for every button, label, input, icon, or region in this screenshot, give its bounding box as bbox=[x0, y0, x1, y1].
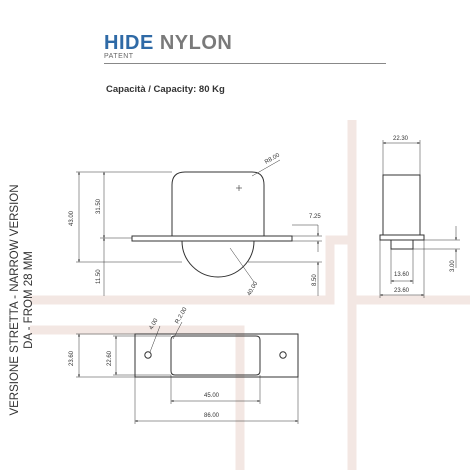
plan-view bbox=[134, 333, 299, 378]
roller-slot bbox=[170, 335, 261, 376]
side-body bbox=[382, 174, 421, 236]
plan-view-dimensions bbox=[76, 321, 299, 424]
dim-radius-top: R8.00 bbox=[264, 152, 281, 166]
brand-word-nylon: NYLON bbox=[159, 32, 233, 54]
dim-plate-height-outer: 23.60 bbox=[69, 350, 75, 366]
mount-hole-right bbox=[279, 351, 287, 359]
mount-hole-left bbox=[144, 351, 152, 359]
dim-flange: 7.25 bbox=[309, 214, 321, 220]
brand-title: HIDE NYLON bbox=[104, 32, 232, 55]
side-flange bbox=[379, 234, 425, 241]
dim-height-lower: 11.50 bbox=[96, 269, 102, 284]
dim-shaft-width: 13.60 bbox=[394, 272, 410, 278]
dim-hole-diameter: 4.00 bbox=[149, 317, 160, 331]
side-shaft bbox=[390, 239, 414, 250]
brand-word-hide: HIDE bbox=[104, 32, 154, 54]
dim-wheel-diameter: 40.00 bbox=[247, 280, 260, 297]
dim-height-upper: 31.50 bbox=[96, 198, 102, 214]
header-divider bbox=[104, 63, 386, 64]
patent-label: PATENT bbox=[104, 53, 134, 60]
mounting-flange bbox=[131, 235, 293, 242]
side-view bbox=[379, 174, 425, 250]
nylon-wheel bbox=[181, 240, 255, 278]
dim-offset: 8.50 bbox=[312, 274, 318, 286]
base-plate bbox=[134, 333, 299, 378]
dim-base-width: 23.60 bbox=[394, 288, 410, 294]
front-view-labels: R8.00 43.00 31.50 11.50 7.25 40.00 8.50 bbox=[69, 152, 321, 297]
roller-housing bbox=[171, 171, 265, 236]
plan-view-labels: 4.00 R.2.00 23.60 22.60 45.00 86.00 bbox=[69, 306, 220, 419]
side-view-labels: 22.30 13.60 23.60 3.00 bbox=[393, 136, 456, 294]
dim-width-top: 22.30 bbox=[393, 136, 409, 142]
dim-plate-length: 86.00 bbox=[204, 413, 220, 419]
dim-shaft-height: 3.00 bbox=[450, 260, 456, 272]
dim-slot-length: 45.00 bbox=[204, 393, 220, 399]
front-view-dimensions bbox=[76, 159, 322, 296]
front-view bbox=[131, 171, 293, 278]
dim-plate-height-inner: 22.60 bbox=[107, 350, 113, 366]
side-view-dimensions bbox=[379, 140, 460, 298]
capacity-label: Capacità / Capacity: 80 Kg bbox=[106, 84, 225, 95]
dim-height-total: 43.00 bbox=[69, 210, 75, 226]
